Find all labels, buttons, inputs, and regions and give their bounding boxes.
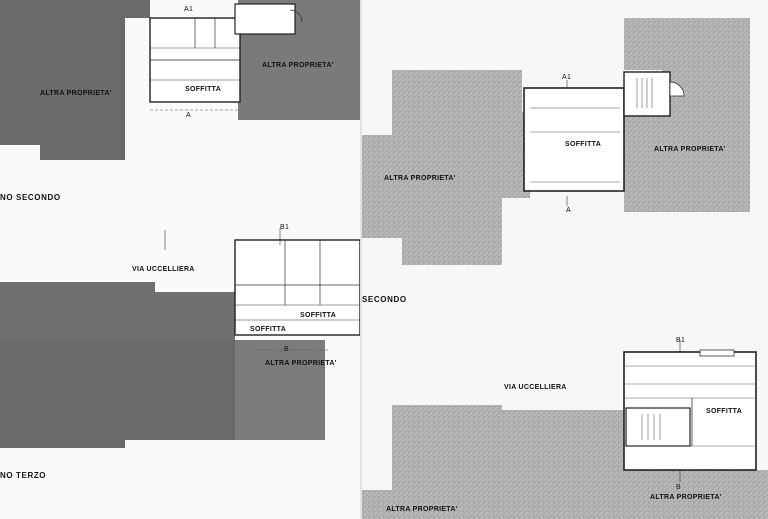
left-lower-soffitta-label-2: SOFFITTA (300, 312, 337, 319)
right-neighbor-lower-left (362, 405, 624, 519)
left-section-a1-label: A1 (184, 6, 194, 13)
left-floor-label-third: NO TERZO (0, 471, 47, 480)
right-neighbor-upper-right (624, 18, 750, 212)
right-upper-right-altra-proprieta-label: ALTRA PROPRIETA' (654, 146, 726, 153)
right-section-a1-label: A1 (562, 74, 572, 81)
right-section-b-label: B (676, 484, 681, 491)
left-floor-label-second: NO SECONDO (0, 193, 61, 202)
left-section-b-label: B (284, 346, 289, 353)
right-via-label: VIA UCCELLIERA (504, 384, 567, 391)
right-upper-left-altra-proprieta-label: ALTRA PROPRIETA' (384, 175, 456, 182)
neighbor-block-lower (0, 340, 235, 448)
left-plan-sheet: A1 ALTRA PROPRIETA' ALTRA PROPRIETA' SOF… (0, 0, 362, 519)
right-neighbor-lower-right (624, 470, 768, 519)
right-lower-altra-proprieta-label: ALTRA PROPRIETA' (650, 494, 722, 501)
left-upper-right-altra-proprieta-label: ALTRA PROPRIETA' (262, 62, 334, 69)
left-section-b1-label: B1 (280, 224, 290, 231)
left-via-label: VIA UCCELLIERA (132, 266, 195, 273)
sheet-divider (360, 0, 363, 519)
neighbor-block-middle (0, 282, 235, 340)
left-section-a-label: A (186, 112, 191, 119)
left-plan-drawing (0, 0, 362, 448)
right-neighbor-upper-left (362, 70, 530, 265)
right-upper-soffitta-label: SOFFITTA (565, 141, 602, 148)
left-lower-altra-proprieta-label: ALTRA PROPRIETA' (265, 360, 337, 367)
right-lower-soffitta-label: SOFFITTA (706, 408, 743, 415)
right-plan-drawing (362, 18, 768, 519)
neighbor-block-lower-right (235, 340, 325, 440)
right-plan-sheet: A1 SOFFITTA ALTRA PROPRIETA' ALTRA PROPR… (362, 0, 768, 519)
left-lower-soffitta-label-1: SOFFITTA (250, 326, 287, 333)
right-floor-label-second: SECONDO (362, 295, 407, 304)
left-upper-soffitta-label: SOFFITTA (185, 86, 222, 93)
right-section-a-label: A (566, 207, 571, 214)
left-upper-altra-proprieta-label: ALTRA PROPRIETA' (40, 90, 112, 97)
neighbor-block-upper-left (0, 0, 150, 160)
right-footer-altra-proprieta-label: ALTRA PROPRIETA' (386, 506, 458, 513)
right-section-b1-label: B1 (676, 337, 686, 344)
